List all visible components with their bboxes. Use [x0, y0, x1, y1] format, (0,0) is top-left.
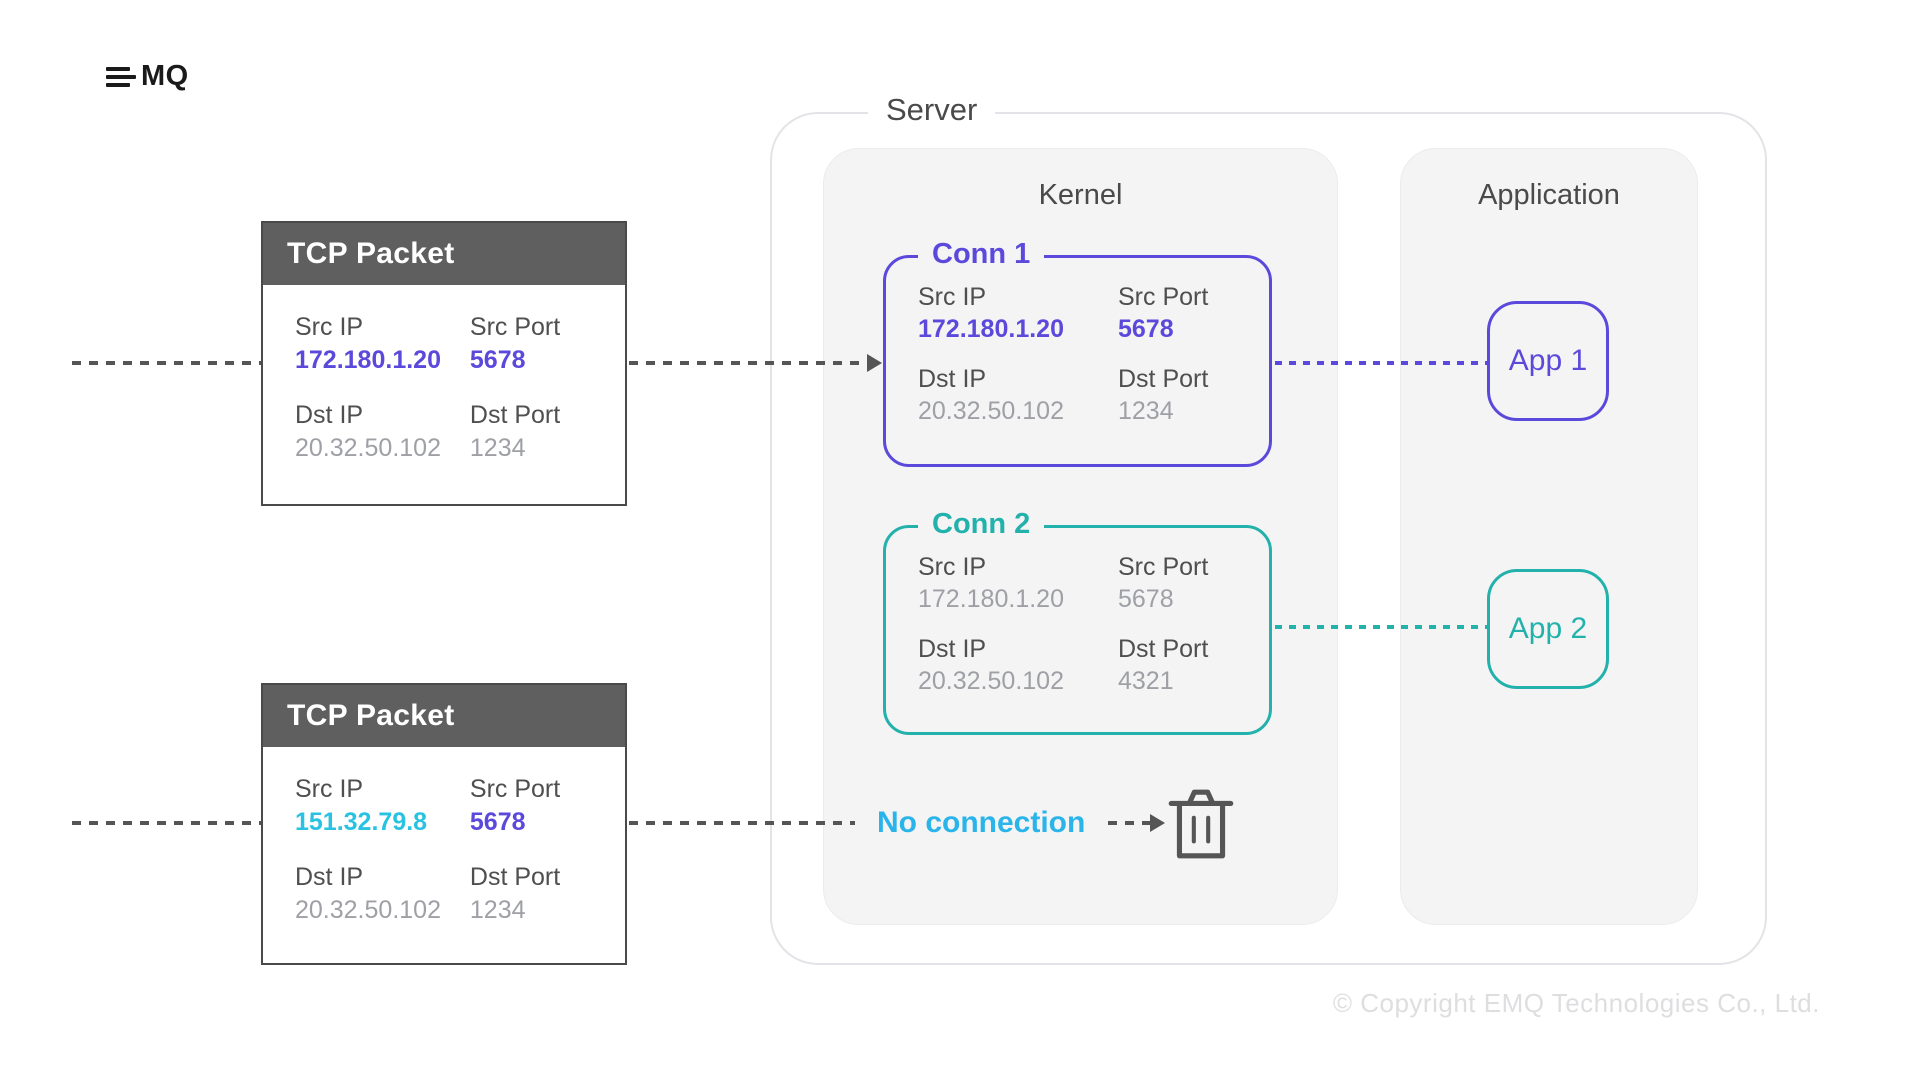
field-value: 20.32.50.102: [918, 667, 1064, 695]
application-title: Application: [1478, 179, 1620, 211]
packet2-src-ip: Src IP 151.32.79.8: [295, 773, 470, 839]
packet2-dst-ip: Dst IP 20.32.50.102: [295, 861, 470, 927]
application-panel: Application: [1400, 148, 1698, 925]
field-label: Src Port: [1118, 553, 1209, 581]
tcp-packet-2-header: TCP Packet: [263, 685, 625, 747]
app2-box: App 2: [1487, 569, 1609, 689]
conn2-box: Conn 2 Src IP 172.180.1.20 Src Port 5678…: [883, 508, 1272, 735]
trash-icon: [1166, 786, 1236, 869]
field-value: 151.32.79.8: [295, 808, 428, 836]
conn2-src-port: Src Port 5678: [1118, 552, 1261, 616]
conn1-box: Conn 1 Src IP 172.180.1.20 Src Port 5678…: [883, 238, 1272, 467]
dashed-line-packet2-to-no-connection: [629, 821, 855, 825]
app2-label: App 2: [1508, 612, 1588, 645]
field-value: 172.180.1.20: [918, 585, 1064, 613]
conn2-label: Conn 2: [918, 508, 1045, 541]
tcp-packet-box-2: TCP Packet Src IP 151.32.79.8 Src Port 5…: [261, 683, 627, 965]
field-label: Dst Port: [1118, 635, 1209, 663]
field-label: Dst Port: [469, 401, 561, 429]
field-label: Src Port: [469, 775, 561, 803]
packet1-src-port: Src Port 5678: [470, 311, 613, 377]
packet2-dst-port: Dst Port 1234: [470, 861, 613, 927]
field-value: 172.180.1.20: [295, 346, 441, 374]
field-label: Src IP: [295, 775, 364, 803]
tcp-packet-2-title: TCP Packet: [287, 699, 455, 732]
no-connection-label: No connection: [877, 806, 1086, 839]
tcp-packet-1-title: TCP Packet: [287, 237, 455, 270]
field-label: Dst Port: [1118, 365, 1209, 393]
tcp-packet-2-body: Src IP 151.32.79.8 Src Port 5678 Dst IP …: [263, 747, 625, 927]
field-label: Src IP: [295, 313, 364, 341]
logo-bar: [106, 82, 130, 87]
conn1-src-ip: Src IP 172.180.1.20: [918, 282, 1118, 346]
field-value: 5678: [469, 346, 526, 374]
conn2-dst-port: Dst Port 4321: [1118, 634, 1261, 698]
field-label: Src IP: [918, 283, 987, 311]
field-value: 5678: [1118, 315, 1174, 343]
dashed-line-into-packet2: [72, 821, 261, 825]
kernel-title: Kernel: [1038, 179, 1123, 211]
conn2-src-ip: Src IP 172.180.1.20: [918, 552, 1118, 616]
dashed-arrow-packet1-to-conn1: [629, 354, 882, 372]
dashed-line-into-packet1: [72, 361, 261, 365]
field-label: Dst Port: [469, 863, 561, 891]
field-label: Dst IP: [295, 401, 364, 429]
packet1-src-ip: Src IP 172.180.1.20: [295, 311, 470, 377]
field-value: 5678: [1118, 585, 1174, 613]
field-value: 4321: [1118, 667, 1174, 695]
app1-label: App 1: [1508, 344, 1588, 377]
field-value: 1234: [469, 896, 526, 924]
tcp-packet-1-header: TCP Packet: [263, 223, 625, 285]
conn1-dst-port: Dst Port 1234: [1118, 364, 1261, 428]
field-value: 1234: [1118, 397, 1174, 425]
app1-box: App 1: [1487, 301, 1609, 421]
field-label: Src IP: [918, 553, 987, 581]
emq-logo-text: MQ: [141, 60, 189, 92]
logo-bar: [106, 66, 130, 71]
field-value: 5678: [469, 808, 526, 836]
conn1-body: Src IP 172.180.1.20 Src Port 5678 Dst IP…: [886, 258, 1269, 428]
field-label: Src Port: [1118, 283, 1209, 311]
packet1-dst-ip: Dst IP 20.32.50.102: [295, 399, 470, 465]
arrowhead-icon: [867, 354, 882, 372]
dashed-line-conn1-to-app1: [1275, 361, 1487, 365]
conn2-body: Src IP 172.180.1.20 Src Port 5678 Dst IP…: [886, 528, 1269, 698]
tcp-packet-box-1: TCP Packet Src IP 172.180.1.20 Src Port …: [261, 221, 627, 506]
packet2-src-port: Src Port 5678: [470, 773, 613, 839]
field-label: Dst IP: [918, 365, 987, 393]
field-label: Src Port: [469, 313, 561, 341]
server-label: Server: [868, 92, 996, 128]
emq-logo-bars-icon: [106, 66, 136, 87]
emq-logo: MQ: [106, 60, 189, 93]
field-label: Dst IP: [918, 635, 987, 663]
packet1-dst-port: Dst Port 1234: [470, 399, 613, 465]
logo-bar: [106, 74, 136, 79]
conn1-dst-ip: Dst IP 20.32.50.102: [918, 364, 1118, 428]
field-value: 1234: [469, 434, 526, 462]
conn1-src-port: Src Port 5678: [1118, 282, 1261, 346]
conn1-label: Conn 1: [918, 238, 1045, 271]
dashed-arrow-to-trash: [1108, 814, 1165, 832]
field-value: 20.32.50.102: [918, 397, 1064, 425]
field-value: 20.32.50.102: [295, 896, 441, 924]
field-label: Dst IP: [295, 863, 364, 891]
conn2-dst-ip: Dst IP 20.32.50.102: [918, 634, 1118, 698]
arrowhead-icon: [1150, 814, 1165, 832]
copyright-text: © Copyright EMQ Technologies Co., Ltd.: [1332, 988, 1820, 1018]
field-value: 20.32.50.102: [295, 434, 441, 462]
field-value: 172.180.1.20: [918, 315, 1064, 343]
dashed-line-conn2-to-app2: [1275, 625, 1487, 629]
tcp-packet-1-body: Src IP 172.180.1.20 Src Port 5678 Dst IP…: [263, 285, 625, 465]
